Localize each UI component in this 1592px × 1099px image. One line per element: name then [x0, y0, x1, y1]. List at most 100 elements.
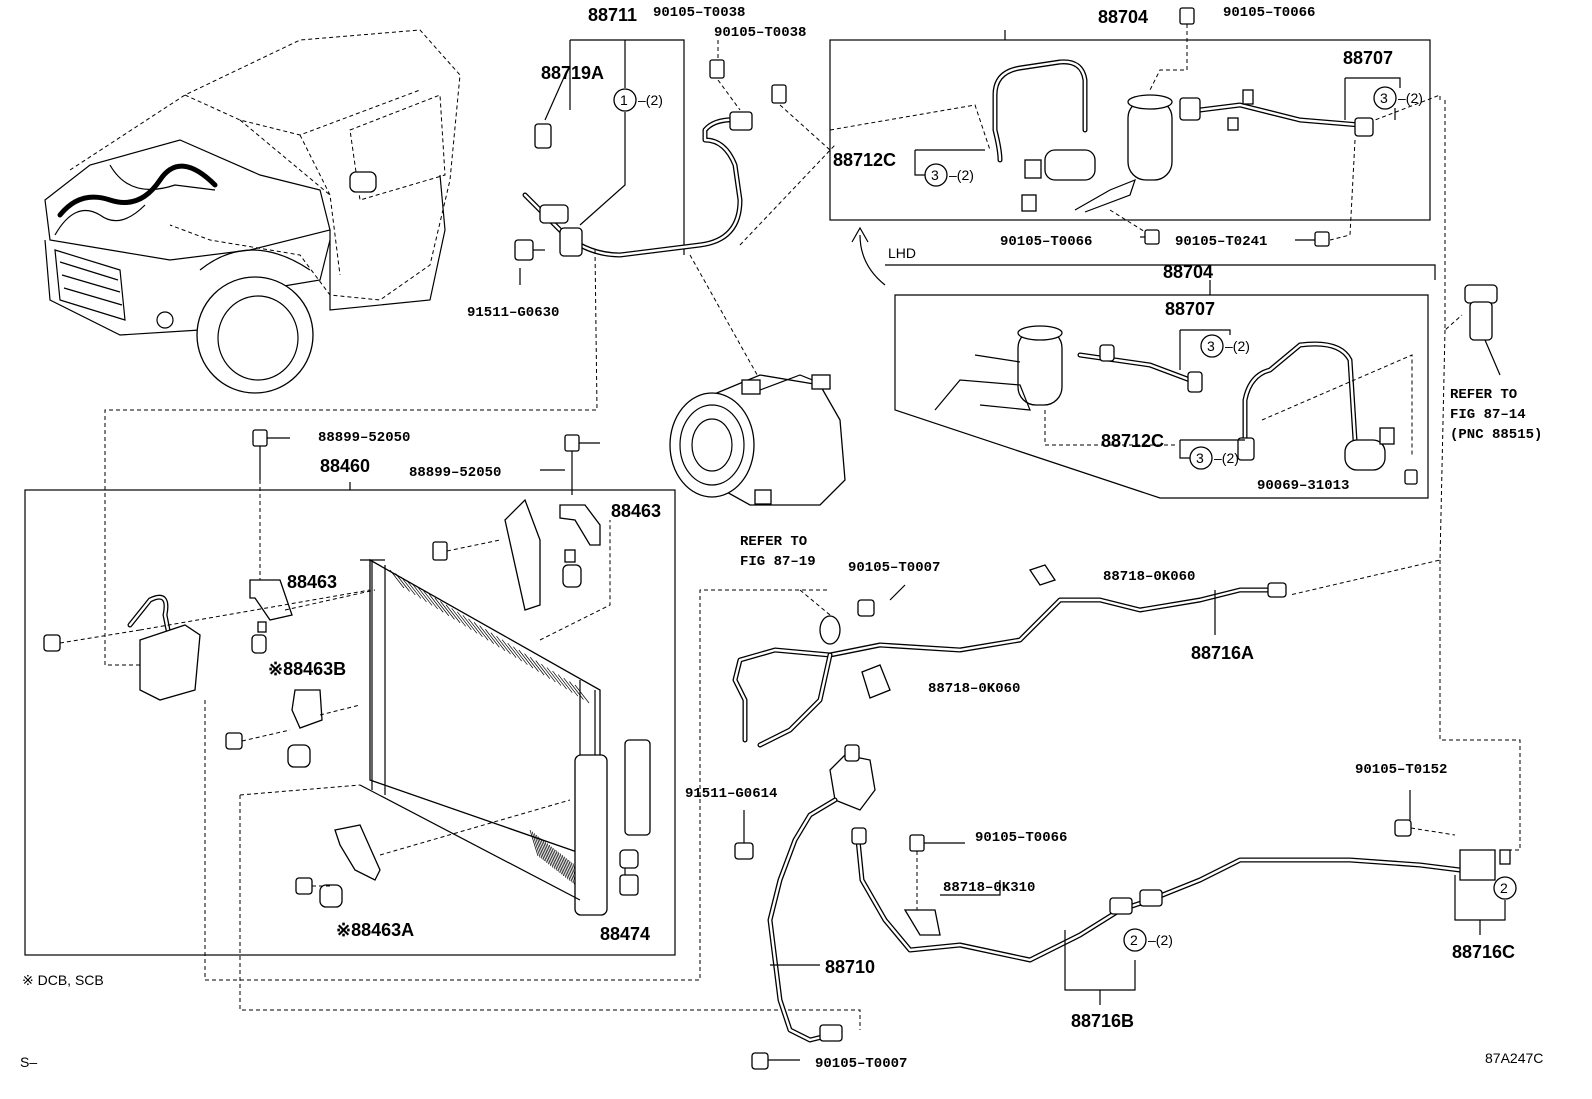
label-88463-b: 88463 — [287, 572, 337, 592]
condenser-fin-line — [389, 569, 405, 589]
condenser-fin-line — [507, 642, 523, 662]
condenser-fin-line — [544, 841, 554, 868]
label-90105-T0007-a: 90105–T0007 — [848, 560, 940, 576]
condenser-fin-line — [546, 843, 556, 870]
callout-3a-num: 3 — [931, 167, 939, 183]
callout-3-lhd-lower: 3 –(2) — [1189, 446, 1239, 470]
label-90105-T0038-a: 90105–T0038 — [653, 5, 745, 21]
callout-1-num: 1 — [620, 92, 628, 108]
condenser-fin-line — [531, 831, 541, 858]
callout-3a-qty: –(2) — [949, 167, 974, 183]
condenser-fin-line — [561, 854, 571, 882]
condenser-fin-line — [417, 587, 433, 606]
label-88712C-lhd: 88712C — [1101, 431, 1164, 451]
label-90105-T0241: 90105–T0241 — [1175, 234, 1267, 250]
condenser-fin-line — [541, 663, 556, 683]
condenser-fin-line — [490, 632, 506, 651]
label-88463-a: 88463 — [611, 501, 661, 521]
callout-3d-qty: –(2) — [1214, 450, 1239, 466]
callout-3-top-right: 3 –(2) — [1373, 86, 1423, 110]
condenser-fin-line — [473, 622, 489, 641]
label-88899-52050-b: 88899–52050 — [409, 465, 501, 481]
condenser-fin-line — [468, 618, 483, 638]
label-88474: 88474 — [600, 924, 650, 944]
label-88716C: 88716C — [1452, 942, 1515, 962]
label-refer-87-14-b: FIG 87–14 — [1450, 407, 1526, 423]
condenser-fin-line — [542, 839, 552, 867]
lhd-indicator — [851, 226, 1436, 286]
label-88710: 88710 — [825, 957, 875, 977]
label-90105-T0007-b: 90105–T0007 — [815, 1056, 907, 1072]
label-88463B: ※88463B — [268, 659, 346, 679]
corner-mark: S– — [20, 1054, 37, 1070]
label-88899-52050-a: 88899–52050 — [318, 430, 410, 446]
callout-3-lhd-upper: 3 –(2) — [1200, 334, 1250, 358]
condenser-fin-line — [529, 829, 539, 857]
condenser-fin-line — [535, 660, 551, 679]
condenser-fin-line — [445, 604, 461, 624]
label-88463A: ※88463A — [336, 920, 414, 940]
callout-3c-qty: –(2) — [1225, 338, 1250, 354]
label-88716A: 88716A — [1191, 643, 1254, 663]
label-88718-0K310: 88718–0K310 — [943, 880, 1035, 896]
figure-code: 87A247C — [1485, 1050, 1543, 1066]
condenser-fin-line — [485, 629, 500, 648]
callout-3b-num: 3 — [1380, 90, 1388, 106]
condenser-fin-line — [496, 635, 511, 655]
callout-3b-qty: –(2) — [1398, 90, 1423, 106]
condenser-fin-line — [555, 849, 565, 877]
condenser-fin-line — [574, 684, 590, 704]
condenser-fin-line — [518, 649, 534, 669]
label-90105-T0066-low: 90105–T0066 — [975, 830, 1067, 846]
label-refer-87-19-b: FIG 87–19 — [740, 554, 816, 570]
condenser-fin-line — [553, 848, 562, 875]
hose-88710-88716BC — [734, 744, 1511, 1070]
label-88718-0K060-a: 88718–0K060 — [1103, 569, 1195, 585]
label-91511-G0630: 91511–G0630 — [467, 305, 559, 321]
condenser-fin-line — [557, 674, 573, 693]
condenser-fin-line — [395, 573, 410, 592]
callout-1: 1 –(2) — [613, 88, 663, 112]
label-88711: 88711 — [588, 5, 637, 25]
condenser-fin-line — [533, 833, 543, 860]
condenser-fin-line — [501, 639, 517, 658]
label-lhd: LHD — [888, 245, 916, 261]
label-88718-0K060-b: 88718–0K060 — [928, 681, 1020, 697]
label-90105-T0066-mid: 90105–T0066 — [1000, 234, 1092, 250]
condenser-fin-line — [559, 853, 569, 880]
condenser-fin-line — [563, 677, 579, 697]
condenser-fin-line — [566, 858, 575, 885]
condenser-fin-line — [440, 601, 455, 620]
condenser-fin-line — [536, 834, 545, 862]
label-90105-T0152: 90105–T0152 — [1355, 762, 1447, 778]
condenser-fin-line — [451, 608, 466, 627]
label-88707-top: 88707 — [1343, 48, 1393, 68]
vehicle-illustration — [44, 29, 461, 394]
callout-2-right: 2 — [1493, 876, 1517, 900]
condenser-fin-line — [513, 646, 528, 665]
condenser-fin-line — [412, 583, 427, 603]
part-labels: 88711 90105–T0038 90105–T0038 88704 9010… — [20, 5, 1543, 1072]
compressor — [669, 374, 846, 506]
condenser-fin-line — [540, 838, 550, 865]
callout-3d-num: 3 — [1196, 450, 1204, 466]
hose-88716 — [732, 564, 1287, 748]
condenser-fin-line — [557, 851, 567, 878]
condenser-fin-line — [551, 846, 560, 873]
condenser-88460-box — [24, 429, 861, 1030]
hose-88711 — [104, 39, 836, 666]
condenser-fin-line — [569, 681, 584, 700]
label-88704-top: 88704 — [1098, 7, 1148, 27]
condenser-fin-line — [423, 590, 438, 610]
condenser-fin-line — [462, 615, 478, 634]
label-88704-lhd: 88704 — [1163, 262, 1213, 282]
callout-1-qty: –(2) — [638, 92, 663, 108]
callout-3-top-left: 3 –(2) — [924, 163, 974, 187]
condenser-fin-line — [406, 580, 422, 599]
callout-2b-num: 2 — [1500, 880, 1508, 896]
condenser-fin-line — [538, 836, 547, 863]
condenser-fin-line — [428, 594, 444, 613]
condenser-fin-line — [479, 625, 494, 644]
receiver-88704-box — [829, 7, 1441, 247]
